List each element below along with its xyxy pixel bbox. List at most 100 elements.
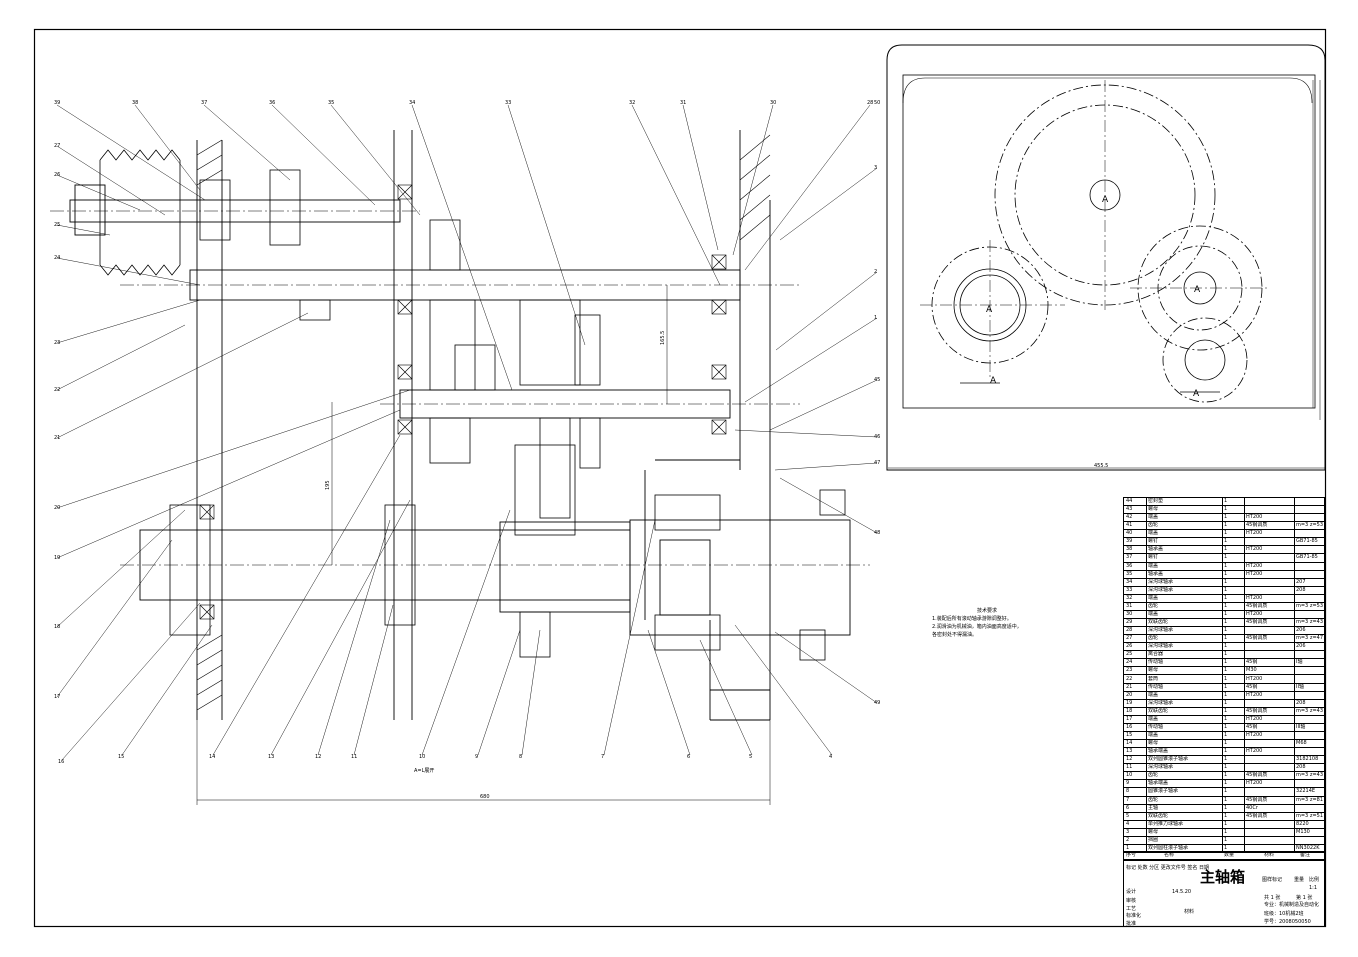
bom-qty: 1 (1224, 546, 1228, 553)
bom-name: 传动轴 (1148, 723, 1164, 730)
overall-length-dim: 680 (480, 794, 490, 800)
bom-no: 6 (1126, 804, 1130, 811)
bom-qty: 1 (1224, 731, 1228, 738)
bom-note: m=3 z=47 (1296, 635, 1324, 642)
section-label-center: A (1102, 195, 1109, 205)
bom-name: 圆锥滚子轴承 (1148, 788, 1179, 795)
bom-qty: 1 (1224, 772, 1228, 779)
bom-qty: 1 (1224, 570, 1228, 577)
scale-label: 比例 (1309, 877, 1320, 883)
bom-qty: 1 (1224, 514, 1228, 521)
bom-material: HT200 (1246, 610, 1263, 617)
callout-label: 15 (118, 754, 124, 760)
bom-no: 9 (1126, 780, 1130, 787)
bom-qty: 1 (1224, 780, 1228, 787)
approve-label: 批准 (1126, 921, 1137, 927)
bom-note: GB71-85 (1296, 538, 1318, 545)
sheet-number: 第 1 张 (1296, 895, 1313, 901)
callout-label: 21 (54, 435, 60, 441)
bom-name: 传动轴 (1148, 659, 1164, 666)
bom-no: 4 (1126, 820, 1130, 827)
bom-note: 208 (1296, 764, 1306, 771)
bom-no: 11 (1126, 764, 1133, 771)
bom-no: 17 (1126, 715, 1133, 722)
bom-material: 45钢调质 (1246, 707, 1268, 714)
bom-qty: 1 (1224, 788, 1228, 795)
callout-label: 1 (874, 315, 877, 321)
bom-note: M68 (1296, 740, 1307, 747)
bom-qty: 1 (1224, 522, 1228, 529)
section-arrow-b: A (1193, 389, 1200, 399)
bom-note: 206 (1296, 643, 1306, 650)
bom-qty: 1 (1224, 796, 1228, 803)
bom-name: 双列圆柱滚子轴承 (1148, 844, 1189, 851)
callout-label: 26 (54, 172, 60, 178)
bom-name: 密封垫 (1148, 498, 1164, 504)
bom-name: 螺母 (1148, 740, 1159, 747)
bom-name: 深沟球轴承 (1148, 627, 1174, 634)
bom-material: 45钢 (1246, 659, 1258, 666)
bom-name: 齿轮 (1148, 796, 1159, 803)
bom-no: 40 (1126, 530, 1133, 537)
callout-label: 50 (874, 100, 880, 106)
material-label: 材料 (1184, 909, 1195, 915)
callout-label: 46 (874, 434, 880, 440)
callout-label: 38 (132, 100, 138, 106)
bom-note: 206 (1296, 627, 1306, 634)
callout-label: 19 (54, 555, 60, 561)
drawing-no-label: 图样标记 (1262, 877, 1283, 883)
bom-name: 传动轴 (1148, 683, 1164, 690)
bom-no: 18 (1126, 707, 1133, 714)
bom-note: 32214E (1296, 788, 1316, 795)
bom-header-note: 备注 (1300, 852, 1311, 858)
bom-material: M30 (1246, 667, 1257, 674)
bom-no: 25 (1126, 651, 1133, 658)
bom-name: 齿轮 (1148, 635, 1159, 642)
callout-label: 7 (601, 754, 604, 760)
bom-qty: 1 (1224, 506, 1228, 513)
bom-no: 19 (1126, 699, 1133, 706)
bom-note: M130 (1296, 828, 1310, 835)
bom-no: 15 (1126, 731, 1133, 738)
bom-no: 22 (1126, 675, 1133, 682)
bom-no: 23 (1126, 667, 1133, 674)
callout-label: 6 (687, 754, 690, 760)
callout-label: 2 (874, 269, 877, 275)
bom-no: 28 (1126, 627, 1133, 634)
bom-no: 32 (1126, 594, 1133, 601)
student-id: 学号：2008050050 (1264, 919, 1311, 925)
bom-material: HT200 (1246, 675, 1263, 682)
callout-label: 18 (54, 624, 60, 630)
class-info: 班级：10机械2班 (1264, 911, 1304, 917)
bom-qty: 1 (1224, 691, 1228, 698)
bom-note: 208 (1296, 586, 1306, 593)
bom-name: 离合器 (1148, 651, 1164, 658)
bom-qty: 1 (1224, 659, 1228, 666)
bom-no: 38 (1126, 546, 1133, 553)
bom-name: 端盖 (1148, 715, 1159, 722)
bom-material: 45钢调质 (1246, 522, 1268, 529)
designer-label: 设计 (1126, 889, 1137, 895)
bom-no: 13 (1126, 748, 1133, 755)
bom-no: 3 (1126, 828, 1130, 835)
bom-no: 41 (1126, 522, 1133, 529)
bom-name: 双联齿轮 (1148, 619, 1169, 626)
bom-no: 29 (1126, 619, 1133, 626)
section-arrow-a: A (990, 376, 997, 386)
